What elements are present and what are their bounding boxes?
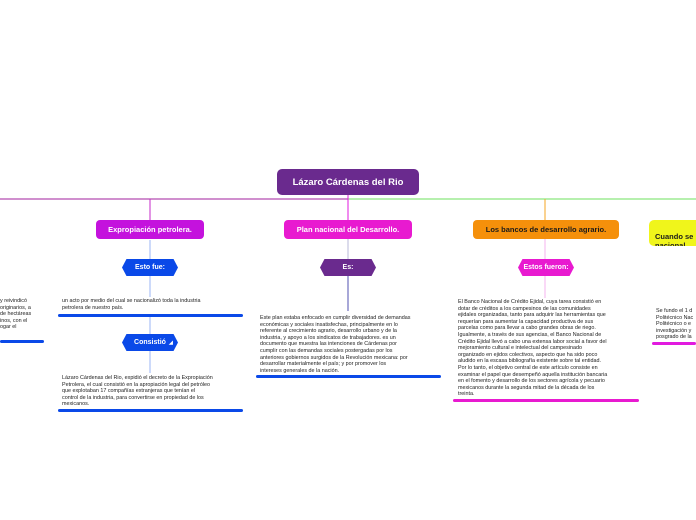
branch-expropiacion-petrolera[interactable]: Expropiación petrolera. [96, 220, 204, 239]
text-plan-descripcion: Este plan estaba enfocado en cumplir div… [260, 315, 411, 374]
branch-expropiacion-label: Expropiación petrolera. [108, 225, 192, 234]
subtopic-esto-fue-label: Esto fue: [135, 264, 165, 271]
subtopic-estos-fueron-label: Estos fueron: [523, 264, 569, 271]
branch-cuando-label: Cuando se nacional. [655, 232, 694, 246]
text-left-descripcion: y reivindicó originarios, a de hectáreas… [0, 298, 32, 331]
text-cuando-descripcion: Se fundo el 1 d Politécnico Nac Politécn… [656, 308, 694, 341]
subtopic-esto-fue[interactable]: Esto fue: [122, 259, 178, 276]
branch-bancos-desarrollo[interactable]: Los bancos de desarrollo agrario. [473, 220, 619, 239]
underline-left-descripcion [0, 340, 44, 343]
subtopic-consistio-label: Consistió [134, 339, 166, 346]
subtopic-es[interactable]: Es: [320, 259, 376, 276]
underline-cuando-descripcion [652, 342, 696, 345]
text-cuando-clip: Se fundo el 1 d Politécnico Nac Politécn… [656, 308, 696, 342]
text-bancos-descripcion: El Banco Nacional de Crédito Ejidal, cuy… [458, 299, 608, 398]
subtopic-estos-fueron[interactable]: Estos fueron: [518, 259, 574, 276]
collapse-corner-icon[interactable]: ◢ [169, 340, 173, 346]
underline-expropiacion-definicion [58, 314, 243, 317]
branch-plan-label: Plan nacional del Desarrollo. [296, 225, 400, 234]
subtopic-es-label: Es: [342, 264, 354, 271]
text-expropiacion-consistio: Lázaro Cárdenas del Rio, expidió el decr… [62, 375, 213, 408]
central-topic-label: Lázaro Cárdenas del Rio [292, 176, 404, 188]
branch-bancos-label: Los bancos de desarrollo agrario. [485, 225, 607, 234]
underline-expropiacion-consistio [58, 409, 243, 412]
text-expropiacion-definicion: un acto por medio del cual se nacionaliz… [62, 298, 201, 311]
branch-plan-nacional[interactable]: Plan nacional del Desarrollo. [284, 220, 412, 239]
subtopic-consistio[interactable]: Consistió ◢ [122, 334, 178, 351]
underline-bancos-descripcion [453, 399, 639, 402]
text-left-clip: y reivindicó originarios, a de hectáreas… [0, 298, 40, 338]
branch-cuando-se[interactable]: Cuando se nacional. [649, 220, 696, 246]
underline-plan-descripcion [256, 375, 441, 378]
central-topic[interactable]: Lázaro Cárdenas del Rio [277, 169, 419, 195]
